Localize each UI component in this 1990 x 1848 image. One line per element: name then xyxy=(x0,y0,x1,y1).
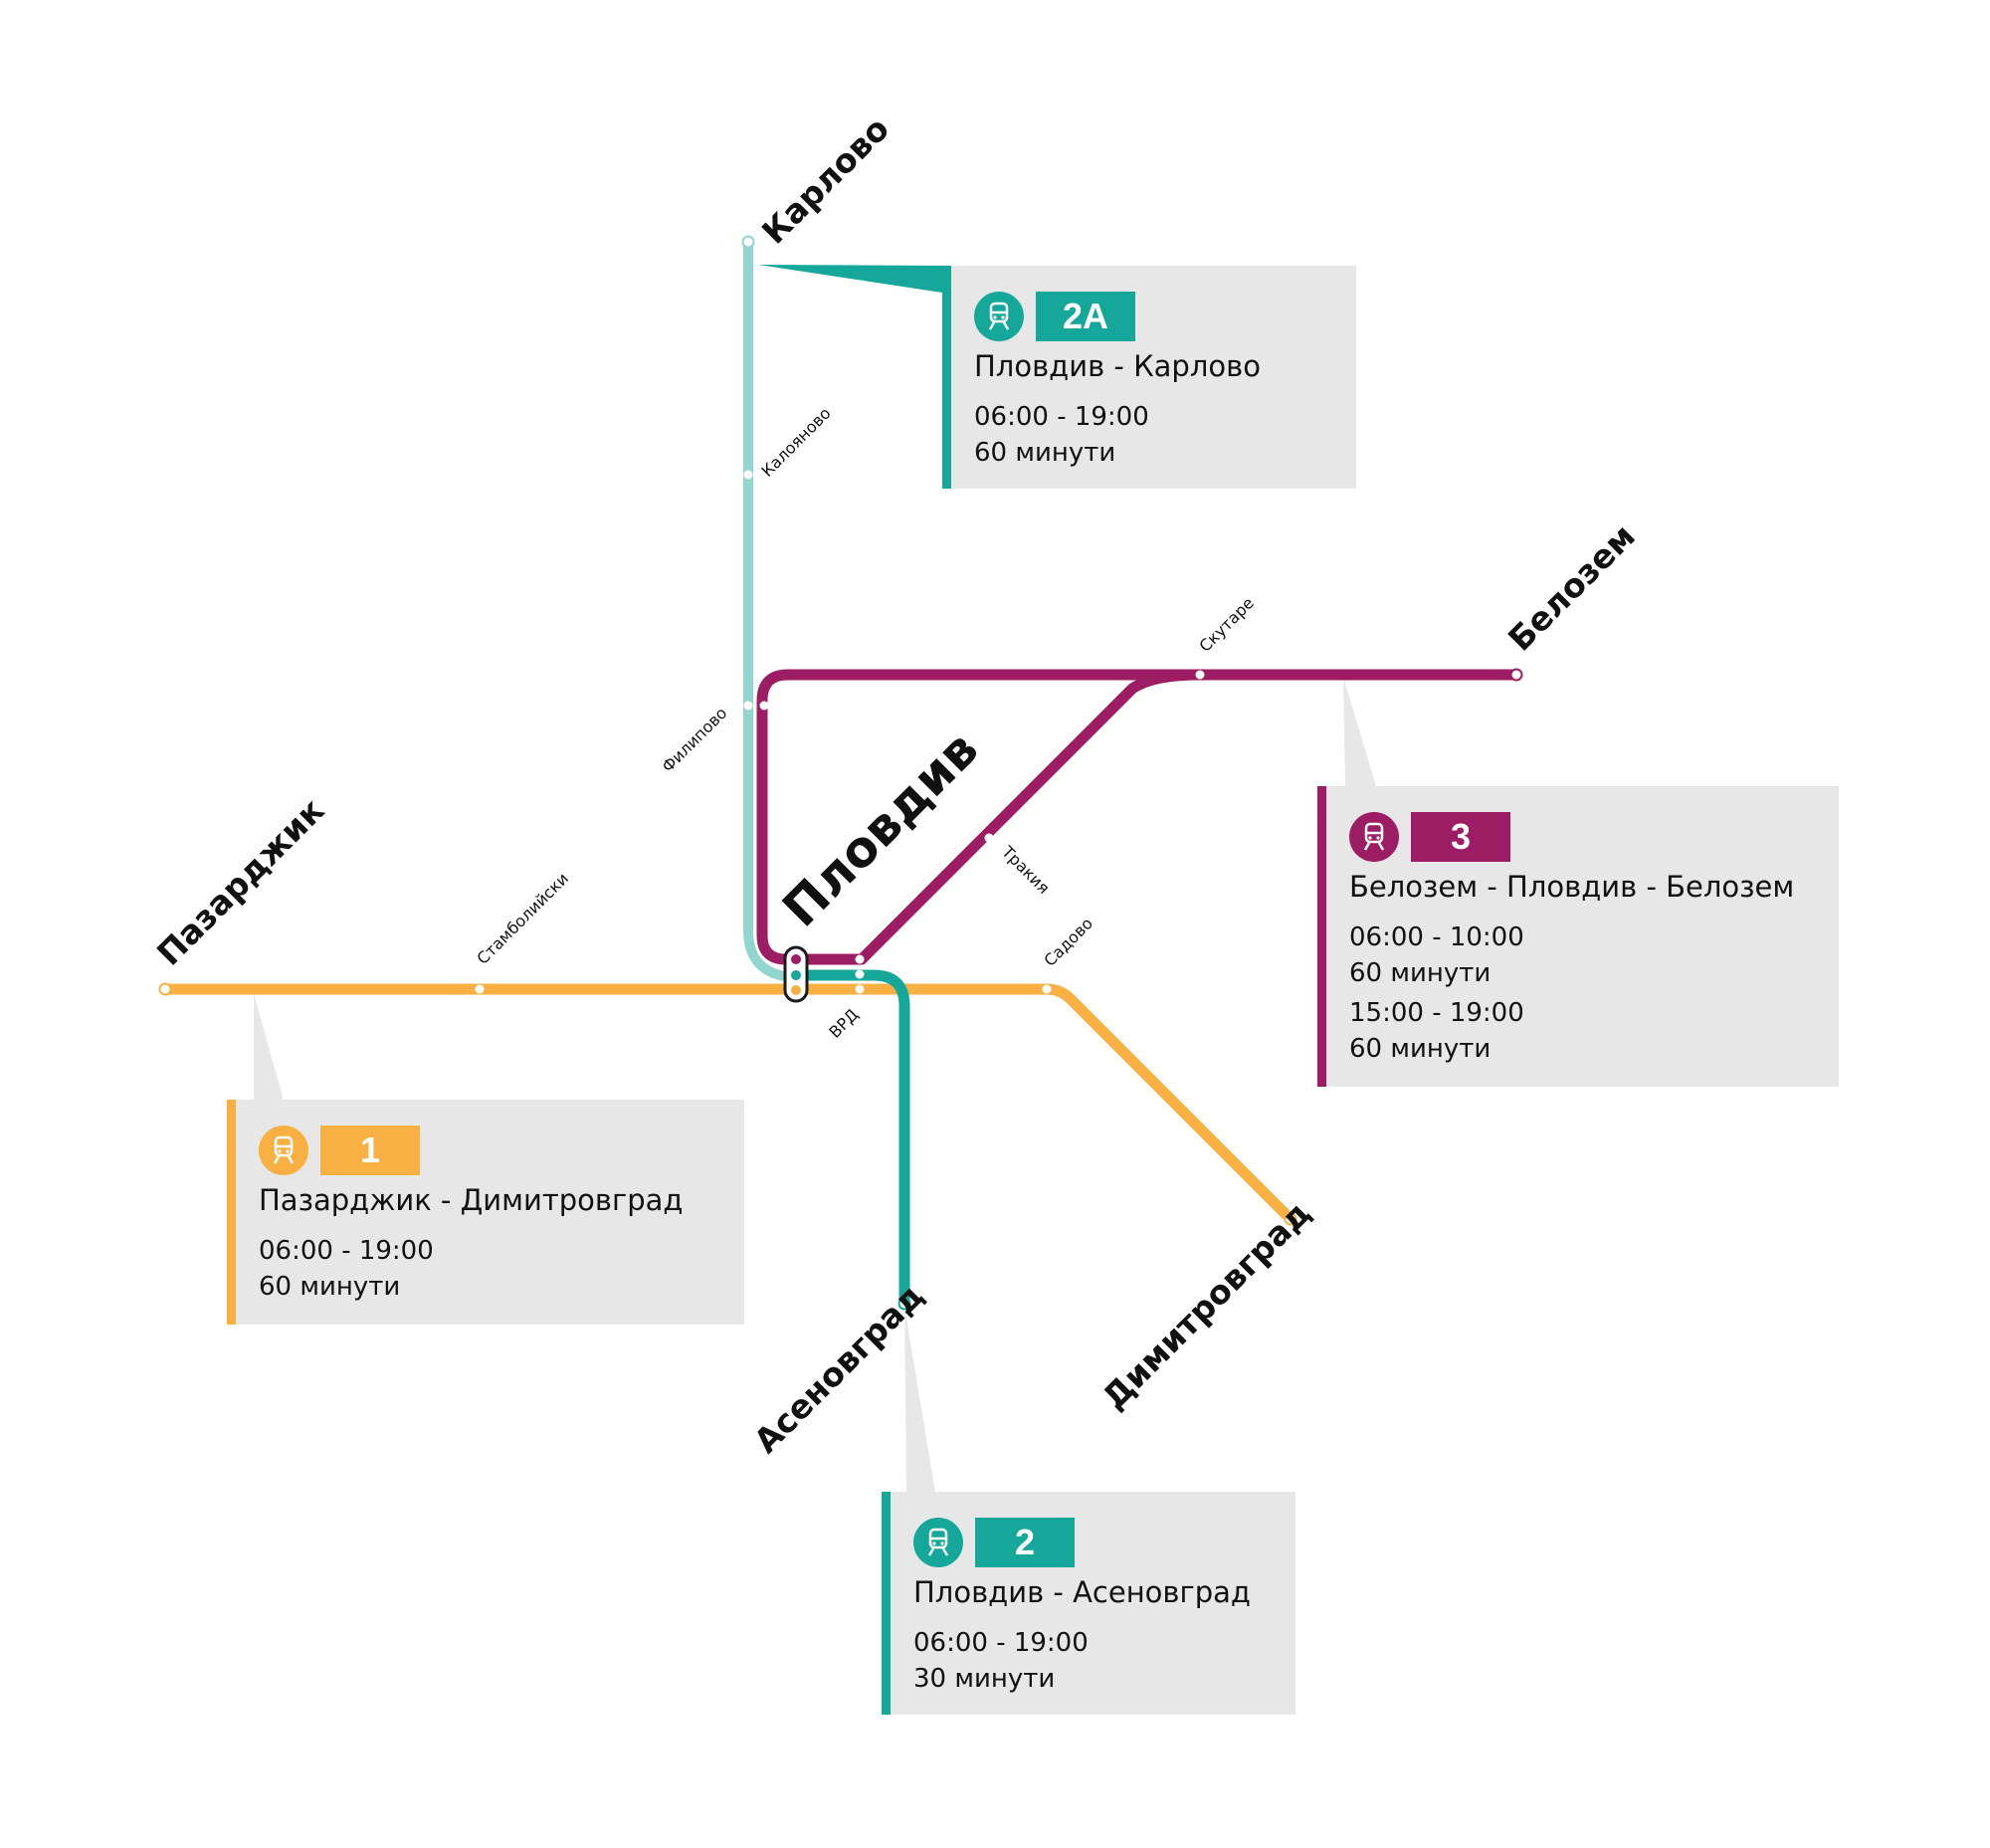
stop-kaloyanovo[interactable] xyxy=(743,470,753,480)
route-number-badge: 1 xyxy=(320,1126,420,1175)
route-number-badge: 2A xyxy=(1036,292,1135,341)
route-time: 06:00 - 19:00 xyxy=(259,1236,434,1266)
stop-sadovo[interactable] xyxy=(1042,984,1052,994)
terminal-karlovo[interactable] xyxy=(741,235,755,249)
label-karlovo: Карлово xyxy=(754,109,896,252)
route-card-2[interactable]: 2 Пловдив - Асеновград 06:00 - 19:00 30 … xyxy=(882,1492,1295,1715)
card-accent-bar xyxy=(882,1492,891,1715)
stop-skutare[interactable] xyxy=(1195,670,1205,680)
train-icon xyxy=(974,292,1024,341)
route-time: 06:00 - 19:00 xyxy=(913,1628,1089,1658)
line-2a-path xyxy=(743,237,801,982)
route-time: 06:00 - 19:00 xyxy=(974,402,1149,432)
label-skutare: Скутаре xyxy=(1195,593,1258,656)
route-interval: 30 минути xyxy=(913,1664,1056,1694)
route-card-2a[interactable]: 2A Пловдив - Карлово 06:00 - 19:00 60 ми… xyxy=(942,266,1356,489)
train-icon xyxy=(913,1518,963,1567)
line-3-path xyxy=(756,669,1522,965)
route-name: Белозем - Пловдив - Белозем xyxy=(1349,870,1795,904)
card-header: 1 xyxy=(259,1126,420,1175)
label-pazardzhik: Пазарджик xyxy=(149,791,331,973)
card-accent-bar xyxy=(942,266,951,489)
interchange-dot-line2 xyxy=(791,970,801,980)
label-plovdiv: Пловдив xyxy=(771,720,989,938)
route-interval: 60 минути xyxy=(1349,958,1492,988)
stop-trakiya-junction[interactable] xyxy=(855,954,865,964)
terminal-belozem[interactable] xyxy=(1509,668,1523,682)
card-header: 2A xyxy=(974,292,1135,341)
terminal-asenovgrad[interactable] xyxy=(897,1297,911,1311)
label-belozem: Белозем xyxy=(1500,516,1643,659)
card-header: 2 xyxy=(913,1518,1075,1567)
stop-filipovo-2a[interactable] xyxy=(743,701,753,711)
label-vrd: ВРД xyxy=(825,1005,862,1042)
stop-vrd-line1[interactable] xyxy=(855,984,865,994)
route-number-badge: 3 xyxy=(1411,812,1510,862)
route-time: 06:00 - 10:00 xyxy=(1349,923,1524,952)
line-2-path xyxy=(792,969,910,1310)
terminal-dimitrovgrad[interactable] xyxy=(1284,1212,1297,1226)
label-kaloyanovo: Калояново xyxy=(757,404,834,481)
interchange-dot-line1 xyxy=(791,985,801,995)
route-card-3[interactable]: 3 Белозем - Пловдив - Белозем 06:00 - 10… xyxy=(1317,786,1839,1087)
route-name: Пазарджик - Димитровград xyxy=(259,1183,684,1217)
train-icon xyxy=(259,1126,308,1175)
label-trakiya: Тракия xyxy=(997,842,1053,898)
callout-pointer-1 xyxy=(254,993,284,1101)
route-interval: 60 минути xyxy=(1349,1034,1492,1064)
route-interval: 60 минути xyxy=(259,1272,401,1302)
route-interval: 60 минути xyxy=(974,438,1116,468)
callout-pointer-2 xyxy=(904,1307,935,1493)
callout-pointer-2a xyxy=(758,265,955,295)
card-header: 3 xyxy=(1349,812,1510,862)
label-dimitrovgrad: Димитровград xyxy=(1094,1193,1318,1417)
route-name: Пловдив - Асеновград xyxy=(913,1575,1251,1609)
stop-trakiya[interactable] xyxy=(984,833,994,843)
route-card-1[interactable]: 1 Пазарджик - Димитровград 06:00 - 19:00… xyxy=(227,1100,744,1325)
card-accent-bar xyxy=(227,1100,236,1325)
label-stamboliyski: Стамболийски xyxy=(473,869,572,968)
stop-filipovo-3[interactable] xyxy=(759,701,769,711)
card-accent-bar xyxy=(1317,786,1326,1087)
label-asenovgrad: Асеновград xyxy=(746,1276,931,1461)
stop-stamboliyski[interactable] xyxy=(475,984,485,994)
label-sadovo: Садово xyxy=(1040,914,1096,970)
callout-pointer-3 xyxy=(1343,677,1376,786)
train-icon xyxy=(1349,812,1399,862)
label-filipovo: Филипово xyxy=(658,704,730,776)
stop-vrd-line2[interactable] xyxy=(855,969,865,979)
interchange-dot-line3 xyxy=(791,954,801,964)
route-name: Пловдив - Карлово xyxy=(974,349,1261,383)
route-time: 15:00 - 19:00 xyxy=(1349,998,1524,1028)
terminal-pazardzhik[interactable] xyxy=(158,982,172,996)
route-number-badge: 2 xyxy=(975,1518,1075,1567)
